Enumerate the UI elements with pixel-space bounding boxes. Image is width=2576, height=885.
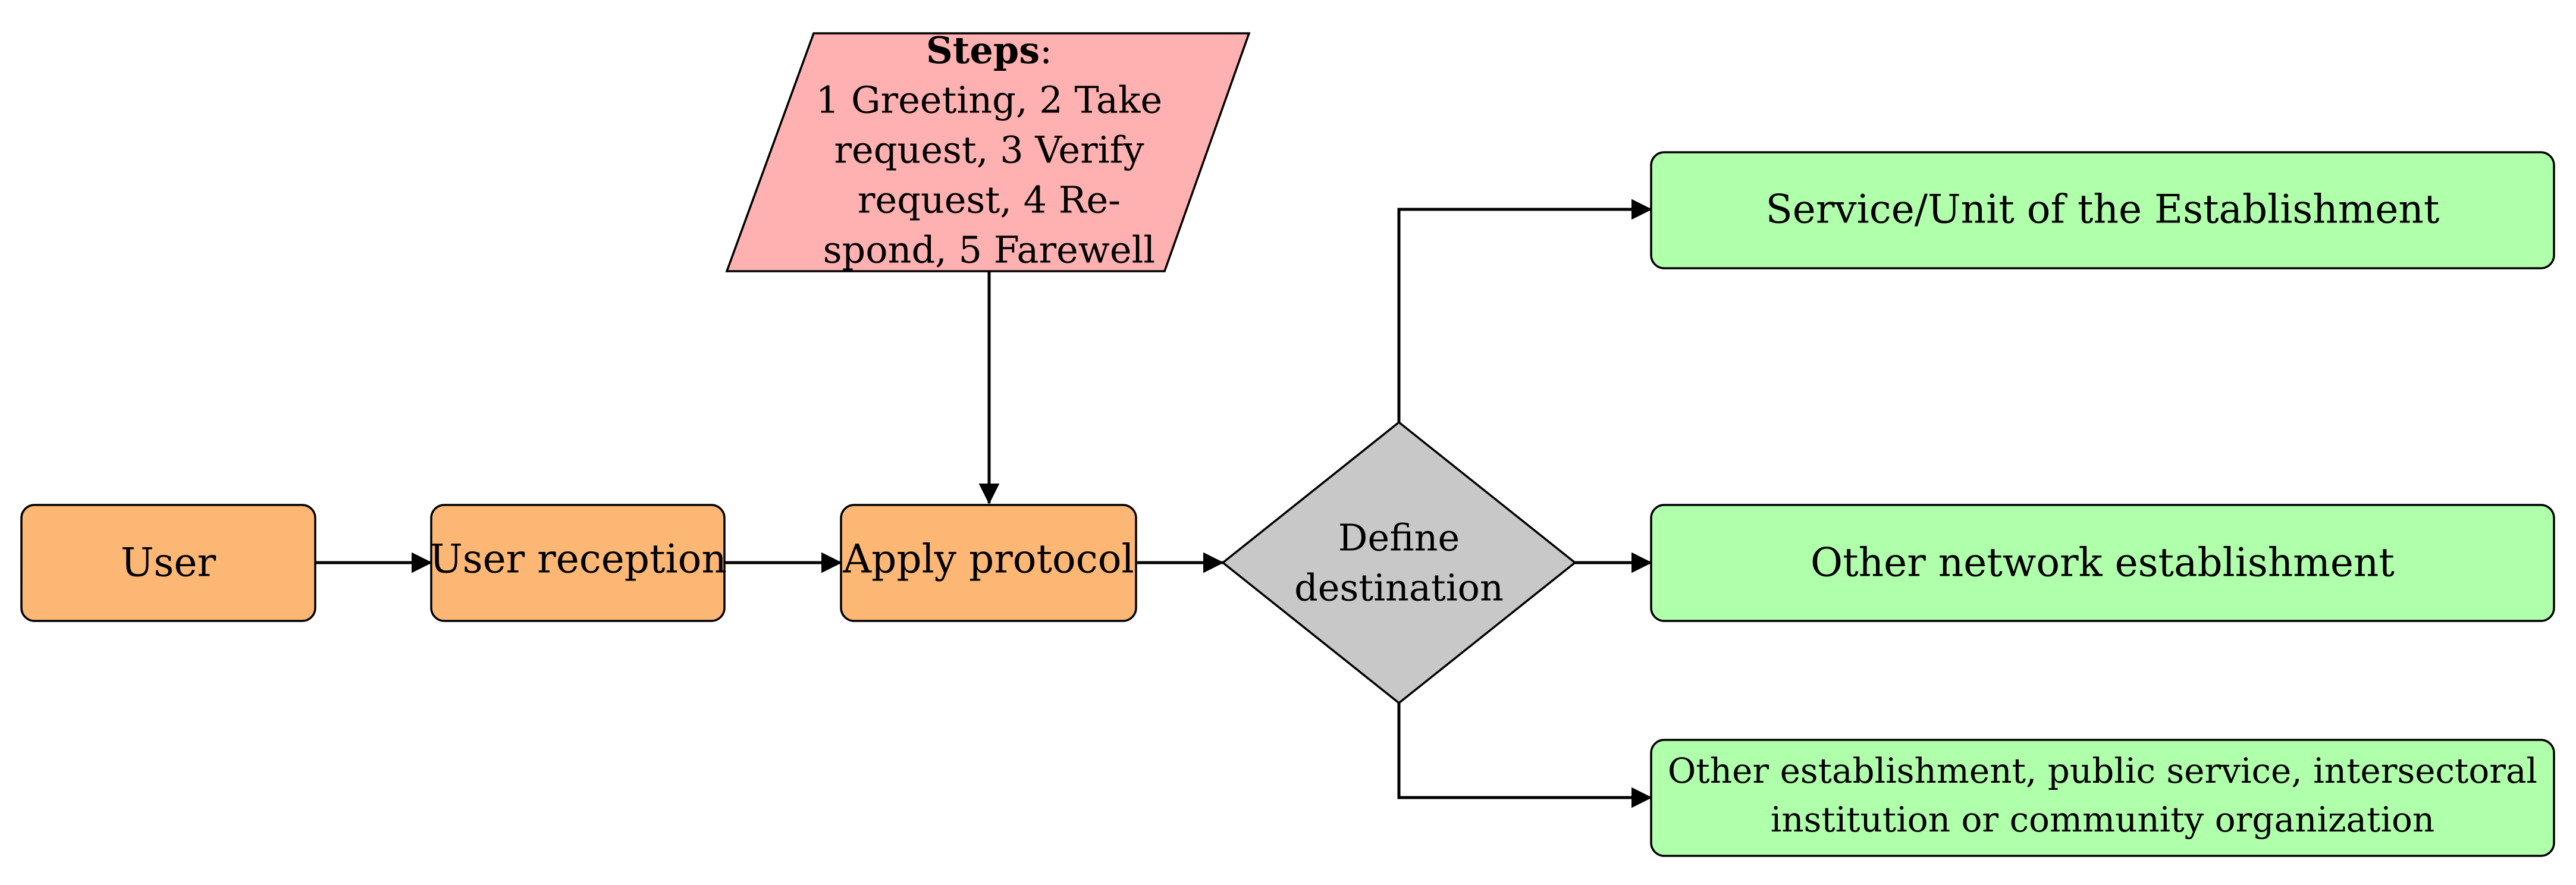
node-apply-protocol-label: Apply protocol xyxy=(842,536,1134,582)
node-user-reception-box xyxy=(430,504,726,622)
node-other-establishment-line-2: institution or community organization xyxy=(1771,799,2435,840)
node-service-unit: Service/Unit of the Establishment xyxy=(1650,151,2555,269)
node-other-network-label: Other network establishment xyxy=(1811,540,2395,586)
node-service-unit-box xyxy=(1650,151,2555,269)
node-define-destination: Define destination xyxy=(1221,420,1577,705)
node-user-label: User xyxy=(121,540,217,586)
node-user-reception-label: User reception xyxy=(429,536,727,582)
node-define-destination-line-2: destination xyxy=(1294,566,1504,610)
node-other-establishment: Other establishment, public service, int… xyxy=(1650,739,2555,857)
edges xyxy=(315,199,1652,808)
node-steps-heading: Steps: xyxy=(926,29,1052,72)
node-define-destination-diamond xyxy=(1221,420,1577,705)
steps-heading-colon: : xyxy=(1040,29,1052,72)
node-apply-protocol-box xyxy=(840,504,1137,622)
node-steps-line-2: request, 3 Verify xyxy=(834,128,1144,172)
node-other-establishment-line-1: Other establishment, public service, int… xyxy=(1668,751,2537,791)
node-steps-line-4: spond, 5 Farewell xyxy=(823,228,1156,272)
steps-heading-bold: Steps xyxy=(926,29,1040,72)
edge-decision-to-service-unit xyxy=(1397,199,1652,422)
node-service-unit-label: Service/Unit of the Establishment xyxy=(1766,187,2440,233)
node-user: User xyxy=(20,504,316,622)
node-steps-line-3: request, 4 Re- xyxy=(858,178,1121,222)
edge-decision-to-other-establishment xyxy=(1397,703,1652,808)
node-other-network: Other network establishment xyxy=(1650,504,2555,622)
node-other-establishment-box xyxy=(1650,739,2555,857)
node-steps: Steps: 1 Greeting, 2 Take request, 3 Ver… xyxy=(725,29,1251,272)
node-user-reception: User reception xyxy=(429,504,727,622)
node-steps-parallelogram xyxy=(725,32,1251,272)
node-steps-line-1: 1 Greeting, 2 Take xyxy=(816,79,1162,122)
node-other-network-box xyxy=(1650,504,2555,622)
node-define-destination-line-1: Define xyxy=(1338,516,1460,560)
node-user-box xyxy=(20,504,316,622)
node-apply-protocol: Apply protocol xyxy=(840,504,1137,622)
